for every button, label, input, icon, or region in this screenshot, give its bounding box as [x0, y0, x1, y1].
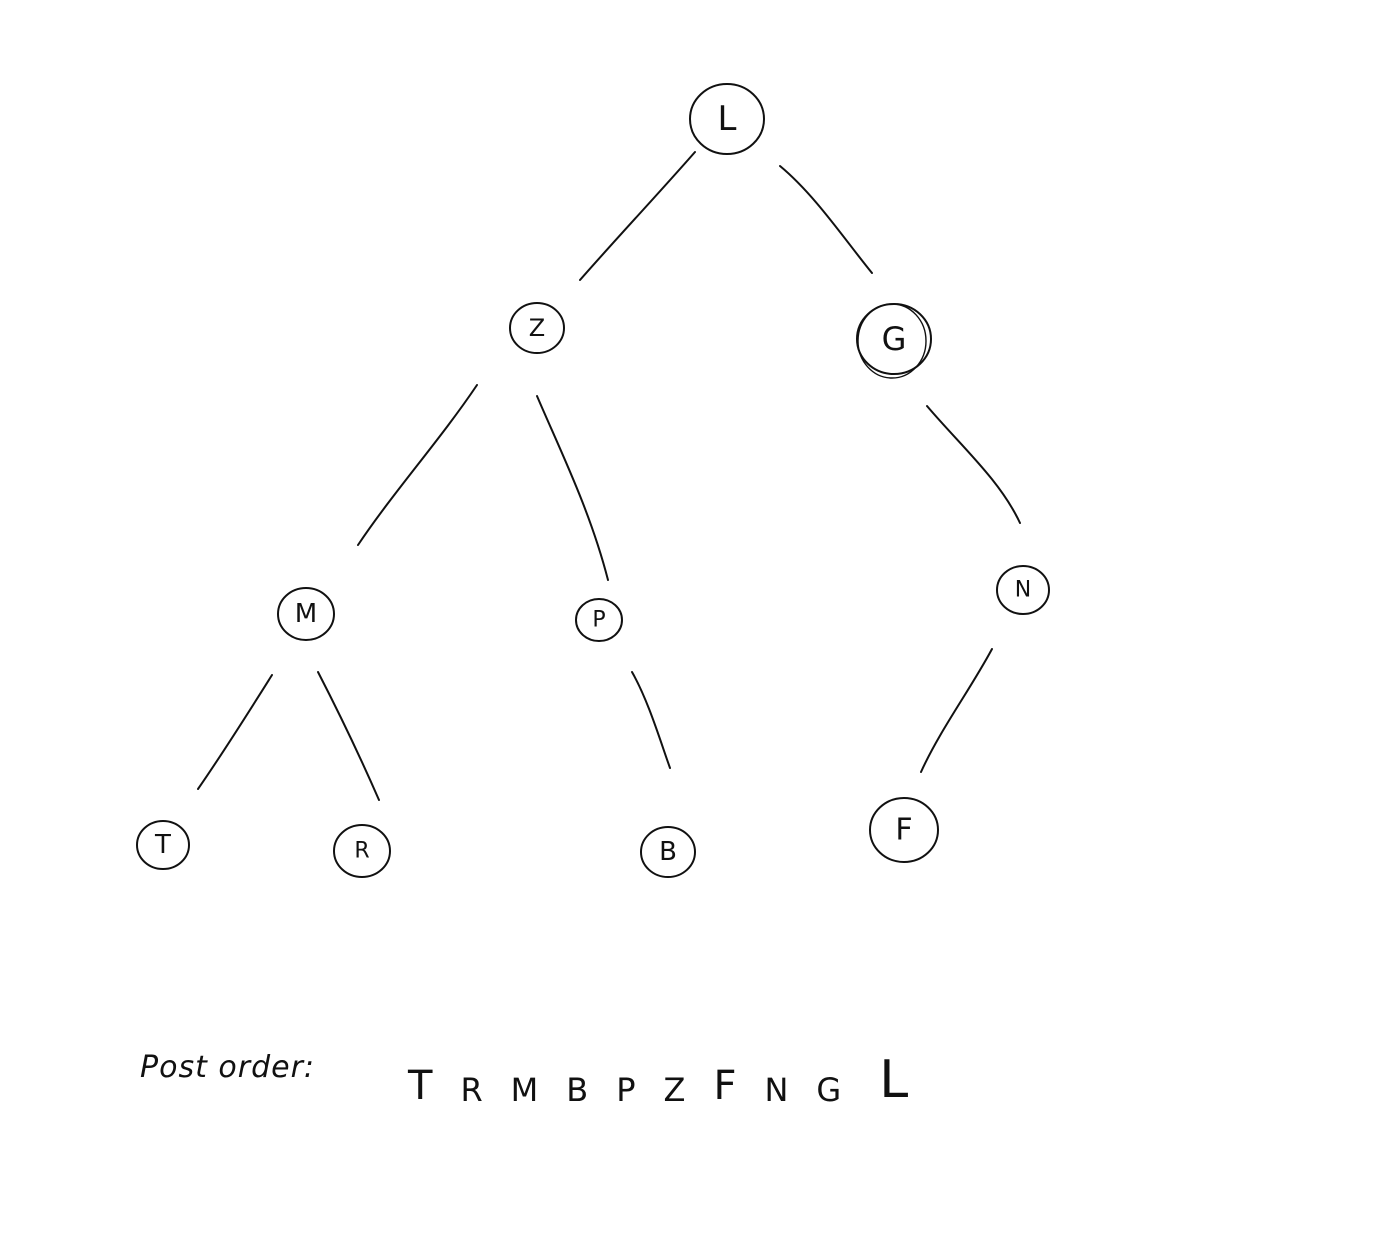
node-label: P — [592, 608, 605, 633]
tree-node-m: M — [277, 587, 335, 641]
tree-node-g: G — [856, 303, 932, 379]
tree-edges — [197, 151, 1021, 801]
edge-g-n — [926, 405, 1021, 524]
tree-node-b: B — [640, 826, 696, 878]
sequence-letter: M — [510, 1071, 539, 1109]
sequence-letter: G — [816, 1071, 842, 1109]
edge-l-z — [579, 151, 696, 281]
node-label: M — [295, 599, 317, 629]
sequence-letter: R — [460, 1071, 483, 1109]
node-circle — [136, 820, 190, 870]
node-circle — [277, 587, 335, 641]
edge-z-m — [357, 384, 478, 546]
tree-node-r: R — [333, 824, 391, 878]
edge-m-r — [317, 671, 380, 801]
node-label: N — [1015, 578, 1031, 603]
tree-node-t: T — [136, 820, 190, 870]
node-circle — [575, 598, 623, 642]
sequence-letter: T — [408, 1063, 433, 1109]
edge-p-b — [631, 671, 671, 769]
node-label: T — [154, 830, 171, 860]
node-label: Z — [529, 314, 545, 342]
node-circle — [640, 826, 696, 878]
sequence-letter: F — [713, 1063, 737, 1109]
node-circle-overstroke — [857, 303, 927, 379]
post-order-sequence: T R M B P Z F N G L — [408, 1046, 908, 1106]
tree-node-n: N — [996, 565, 1050, 615]
node-label: L — [718, 99, 737, 139]
edge-z-p — [536, 395, 609, 581]
sequence-letter: L — [879, 1050, 909, 1110]
edge-l-g — [779, 165, 873, 274]
node-label: G — [882, 320, 907, 358]
node-label: F — [895, 813, 912, 848]
sequence-letter: B — [566, 1071, 589, 1109]
node-circle — [996, 565, 1050, 615]
node-circle — [333, 824, 391, 878]
tree-node-l: L — [689, 83, 765, 155]
post-order-caption: Post order: — [140, 1050, 316, 1085]
node-circle — [509, 302, 565, 354]
edge-n-f — [920, 648, 993, 773]
edge-m-t — [197, 674, 273, 790]
tree-node-z: Z — [509, 302, 565, 354]
node-label: R — [354, 839, 369, 864]
tree-node-p: P — [575, 598, 623, 642]
node-label: B — [659, 837, 677, 867]
sequence-letter: N — [764, 1071, 789, 1109]
sequence-letter: Z — [663, 1071, 686, 1109]
node-circle — [869, 797, 939, 863]
sequence-letter: P — [616, 1071, 636, 1109]
node-circle — [689, 83, 765, 155]
tree-node-f: F — [869, 797, 939, 863]
tree-nodes: L Z G M P N T R B F — [136, 83, 1050, 878]
